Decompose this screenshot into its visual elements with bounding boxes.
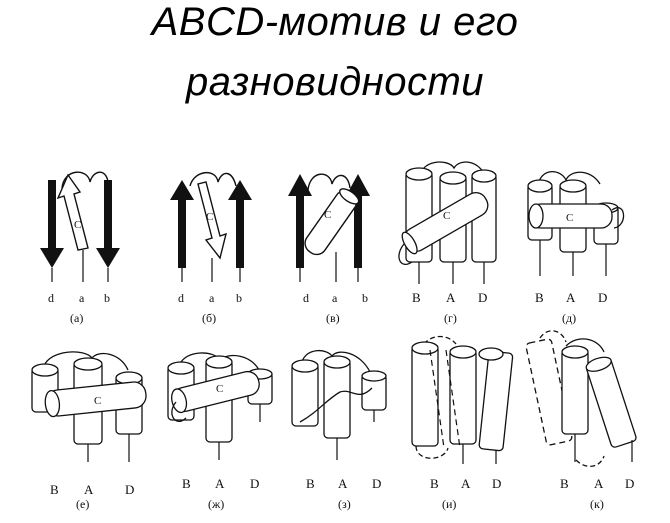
strand-b: [228, 180, 252, 268]
axis-label-b: B: [182, 476, 191, 491]
title-line-2: разновидности: [185, 60, 485, 104]
helix-c: [528, 203, 613, 229]
panel-v: C d a b (в): [288, 173, 370, 325]
axis-label-a: A: [338, 476, 348, 491]
helix-a: [449, 349, 477, 445]
strand-b: [96, 180, 120, 268]
panel-caption: (д): [562, 311, 576, 325]
panel-caption: (б): [202, 311, 216, 325]
axis-label-d: d: [178, 291, 184, 305]
loop: [189, 172, 237, 187]
panel-caption: (в): [326, 311, 340, 325]
axis-label-a: A: [594, 476, 604, 491]
helix-label: C: [566, 212, 573, 224]
axis-label-d: D: [625, 476, 634, 491]
strand-b: [346, 174, 370, 268]
panel-caption: (г): [444, 311, 457, 325]
panel-caption: (з): [338, 497, 351, 511]
panel-zh: C B A D (ж): [167, 352, 273, 511]
helix-c: [197, 181, 227, 260]
axis-label-b: B: [430, 476, 439, 491]
axis-label-b: B: [50, 482, 59, 497]
helix-label: C: [324, 209, 331, 221]
axis-label-a: A: [84, 482, 94, 497]
axis-label-a: a: [79, 291, 85, 305]
helix-label: C: [206, 211, 213, 223]
strand-d: [40, 180, 64, 268]
panel-d: C B A D (д): [527, 171, 625, 325]
axis-label-a: a: [332, 291, 338, 305]
axis-label-d: D: [125, 482, 134, 497]
axis-label-d: d: [303, 291, 309, 305]
helix-label: C: [443, 210, 450, 222]
axis-label-a: A: [215, 476, 225, 491]
panel-caption: (к): [590, 497, 604, 511]
helix-b: [291, 363, 319, 427]
strand-d: [170, 180, 194, 268]
helix-a: [323, 359, 351, 439]
panel-caption: (а): [70, 311, 83, 325]
panel-i: B A D (и): [411, 335, 514, 511]
axis-label-b: B: [560, 476, 569, 491]
helix-c: [429, 349, 461, 449]
loop: [307, 173, 351, 191]
axis-label-a: A: [566, 290, 576, 305]
axis-label-b: b: [104, 291, 110, 305]
axis-label-b: B: [306, 476, 315, 491]
axis-label-b: B: [412, 290, 421, 305]
helix-label: C: [74, 219, 81, 231]
loop: [419, 161, 487, 179]
panel-g: C B A D (г): [398, 161, 497, 325]
axis-label-b: b: [362, 291, 368, 305]
title-line-1: ABCD-мотив и его: [151, 0, 519, 44]
helix-c: [304, 188, 360, 256]
panel-caption: (е): [76, 497, 89, 511]
panel-k: B A D (к): [525, 330, 637, 511]
helix-c: [44, 381, 147, 418]
axis-label-b: b: [236, 291, 242, 305]
panel-a: C d a b (а): [40, 171, 120, 325]
axis-label-d: D: [492, 476, 501, 491]
panel-caption: (и): [442, 497, 456, 511]
axis-label-a: a: [209, 291, 215, 305]
axis-label-a: A: [446, 290, 456, 305]
helix-label: C: [94, 395, 101, 407]
loop: [537, 171, 601, 187]
panel-e: C B A D (е): [31, 351, 147, 511]
axis-label-b: B: [535, 290, 544, 305]
helix-d: [585, 356, 637, 448]
helix-a: [561, 349, 589, 435]
helix-c: [401, 191, 489, 255]
axis-label-d: D: [598, 290, 607, 305]
axis-label-d: d: [48, 291, 54, 305]
helix-label: C: [216, 383, 223, 395]
helix-b: [411, 345, 439, 447]
loop: [299, 387, 373, 423]
helix-c: [171, 370, 260, 414]
axis-label-a: A: [461, 476, 471, 491]
helix-d: [478, 350, 514, 452]
axis-label-d: D: [372, 476, 381, 491]
panel-b: C d a b (б): [170, 172, 252, 325]
axis-label-d: D: [478, 290, 487, 305]
helix-c: [56, 173, 89, 251]
panel-z: B A D (з): [291, 350, 387, 511]
panel-caption: (ж): [208, 497, 224, 511]
axis-label-d: D: [250, 476, 259, 491]
strand-d: [288, 174, 312, 268]
